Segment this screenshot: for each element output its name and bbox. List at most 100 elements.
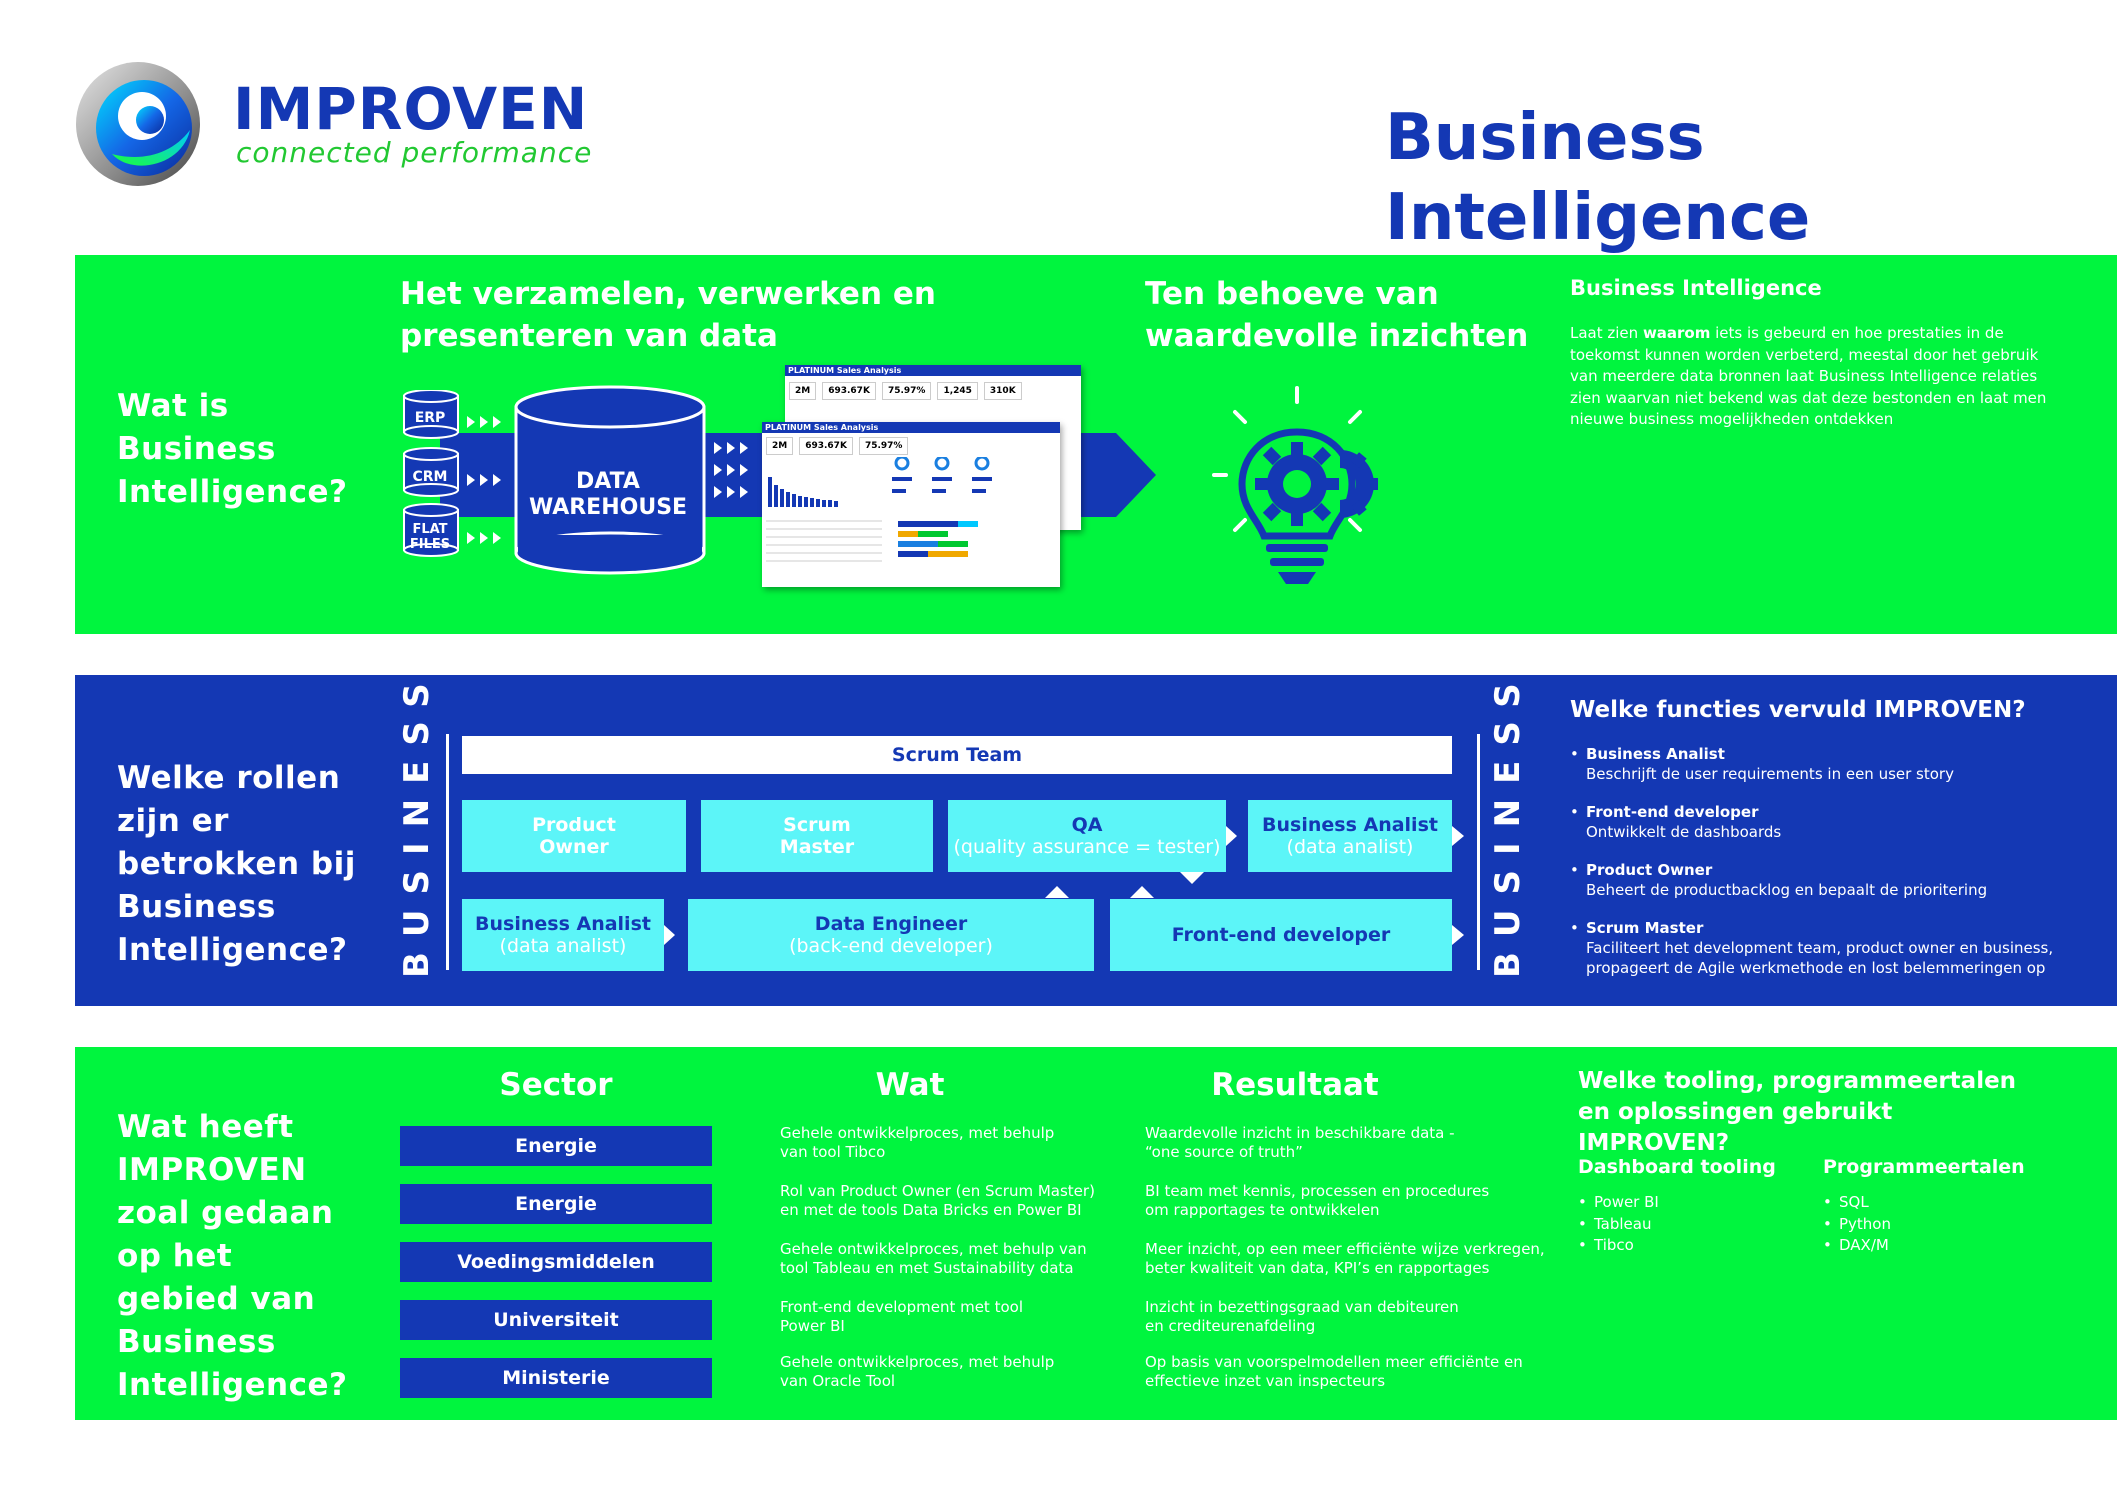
result-line: effectieve inzet van inspecteurs [1145,1372,1386,1390]
result-row-3: Meer inzicht, op een meer efficiënte wij… [1145,1240,1545,1278]
sector-row-5: Ministerie [400,1358,712,1398]
side-text-pre: Laat zien [1570,324,1643,342]
small-arrows-left [465,410,510,550]
side-text-bold: waarom [1642,324,1711,342]
section-projects [75,1047,2117,1420]
source-flat-files: FLAT FILES [409,522,451,552]
business-label-right: BUSINESS [1488,668,1528,978]
wat-line: Gehele ontwikkelproces, met behulp [780,1353,1055,1371]
function-desc: Faciliteert het development team, produc… [1586,939,2054,977]
arrow-business-top [1452,826,1464,846]
role-title: Data Engineer [814,913,968,935]
result-line: Waardevolle inzicht in beschikbare data … [1145,1124,1455,1142]
function-desc: Ontwikkelt de dashboards [1586,823,1782,841]
wat-line: Front-end development met tool [780,1298,1023,1316]
languages-title: Programmeertalen [1823,1156,2025,1178]
logo [72,58,207,188]
result-line: beter kwaliteit van data, KPI’s en rappo… [1145,1259,1490,1277]
role-sub: (data analist) [1286,836,1414,858]
scrum-team-bar: Scrum Team [462,736,1452,774]
role-sub: Owner [539,836,609,858]
role-product-owner: Product Owner [462,800,686,872]
dashboard-charts-icon [766,455,992,562]
brand-tagline: connected performance [236,136,593,169]
page-title: Business Intelligence [1385,101,1811,255]
small-arrows-right [712,440,757,510]
tooling-list: Power BI Tableau Tibco [1578,1192,1659,1257]
function-title: Product Owner [1586,861,1713,879]
languages-list: SQL Python DAX/M [1823,1192,1891,1257]
role-sub: (quality assurance = tester) [953,836,1221,858]
function-title: Front-end developer [1586,803,1759,821]
sector-row-3: Voedingsmiddelen [400,1242,712,1282]
side-title-functions: Welke functies vervuld IMPROVEN? [1570,697,2026,723]
role-title: Business Analist [475,913,651,935]
side-title-tooling: Welke tooling, programmeertalen en oplos… [1578,1068,2017,1156]
arrow-business-bottom [664,925,675,945]
role-title: Scrum [783,814,851,836]
sector-row-2: Energie [400,1184,712,1224]
kpi-tile: 693.67K [799,437,853,455]
function-desc: Beschrijft de user requirements in een u… [1586,765,1954,783]
role-title: QA [1071,814,1103,836]
kpi-tile: 2M [789,382,817,400]
result-row-4: Inzicht in bezettingsgraad van debiteure… [1145,1298,1459,1336]
question-projects: Wat heeft IMPROVEN zoal gedaan op het ge… [117,1109,348,1403]
role-sub: Master [779,836,855,858]
wat-row-2: Rol van Product Owner (en Scrum Master)e… [780,1182,1095,1220]
col-header-sector: Sector [499,1067,613,1103]
wat-line: Rol van Product Owner (en Scrum Master) [780,1182,1095,1200]
data-sources [402,389,462,560]
arrow-qa [1226,826,1237,846]
wat-line: Gehele ontwikkelproces, met behulp [780,1124,1055,1142]
source-erp: ERP [414,410,446,426]
tooling-title: Dashboard tooling [1578,1156,1776,1178]
dashboard-screenshot-front: PLATINUM Sales Analysis 2M 693.67K 75.97… [762,422,1060,587]
kpi-tile: 1,245 [937,382,978,400]
side-text-bi: Laat zien waarom iets is gebeurd en hoe … [1570,323,2050,431]
brand-name: IMPROVEN [233,75,589,143]
result-line: Inzicht in bezettingsgraad van debiteure… [1145,1298,1459,1316]
heading-valuable-insights: Ten behoeve van waardevolle inzichten [1145,276,1529,354]
sector-row-1: Energie [400,1126,712,1166]
result-row-1: Waardevolle inzicht in beschikbare data … [1145,1124,1455,1162]
wat-line: Gehele ontwikkelproces, met behulp van [780,1240,1087,1258]
arrow-frontend [1452,925,1464,945]
connector-down [1180,872,1204,884]
logo-swirl-icon [76,62,200,186]
col-header-wat: Wat [875,1067,945,1103]
wat-line: van Oracle Tool [780,1372,896,1390]
tooling-item: Tibco [1578,1235,1659,1257]
result-line: om rapportages te ontwikkelen [1145,1201,1380,1219]
role-title: Business Analist [1262,814,1438,836]
business-line-left [446,734,449,970]
tooling-item: Power BI [1578,1192,1659,1214]
function-title: Business Analist [1586,745,1725,763]
business-line-right [1477,734,1480,970]
wat-line: tool Tableau en met Sustainability data [780,1259,1074,1277]
kpi-tile: 75.97% [858,437,909,455]
lightbulb-gear-icon [1200,380,1390,600]
role-data-engineer: Data Engineer (back-end developer) [688,899,1094,971]
role-qa: QA (quality assurance = tester) [948,800,1226,872]
function-desc: Beheert de productbacklog en bepaalt de … [1586,881,1988,899]
tooling-item: Tableau [1578,1214,1659,1236]
side-title-bi: Business Intelligence [1570,276,1822,300]
role-frontend-developer: Front-end developer [1110,899,1452,971]
wat-line: van tool Tibco [780,1143,886,1161]
wat-line: Power BI [780,1317,845,1335]
source-crm: CRM [412,469,448,485]
business-label-left: BUSINESS [397,668,437,978]
role-sub: (back-end developer) [789,935,993,957]
result-row-2: BI team met kennis, processen en procedu… [1145,1182,1489,1220]
result-line: Op basis van voorspelmodellen meer effic… [1145,1353,1523,1371]
language-item: SQL [1823,1192,1891,1214]
connector-up-1 [1045,886,1069,898]
